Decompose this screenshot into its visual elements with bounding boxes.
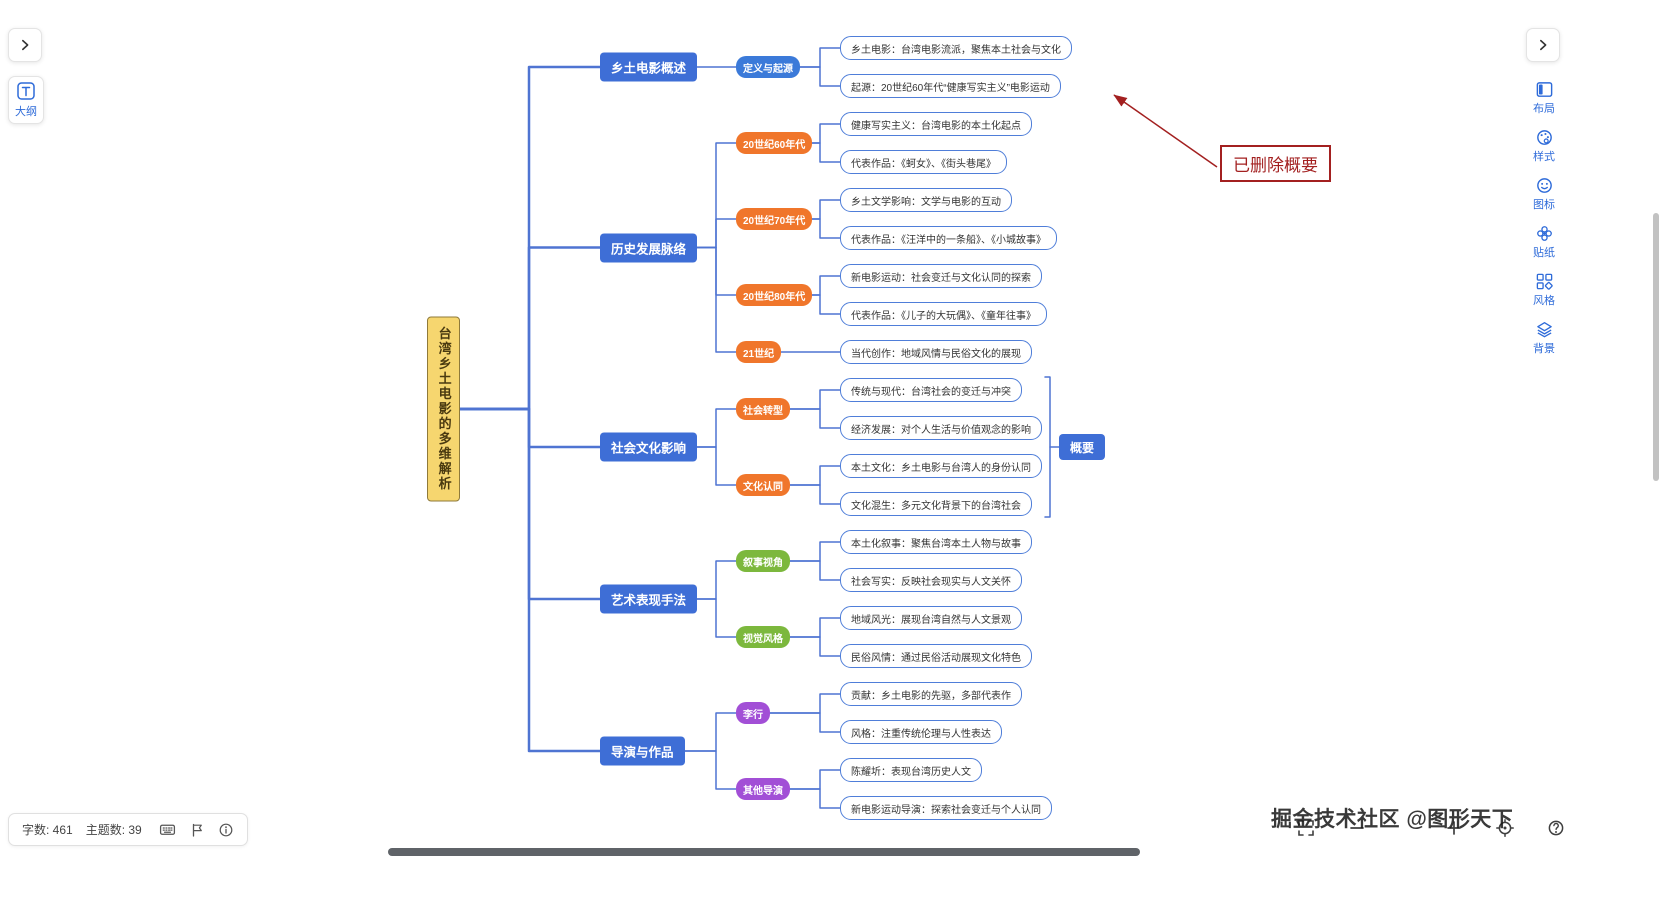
status-bar: 字数: 461 主题数: 39 [8, 813, 248, 846]
mindmap-leaf-node[interactable]: 文化混生：多元文化背景下的台湾社会 [840, 492, 1032, 516]
locate-icon [1496, 819, 1514, 837]
word-count: 字数: 461 [22, 823, 73, 837]
sidebar-item-theme[interactable]: 风格 [1525, 272, 1563, 308]
zoom-in-icon [1447, 821, 1461, 835]
mindmap-leaf-node[interactable]: 当代创作：地域风情与民俗文化的展现 [840, 340, 1032, 364]
fit-screen-icon [1298, 820, 1314, 836]
zoom-in-button[interactable] [1444, 818, 1464, 838]
mindmap-subtopic-node[interactable]: 20世纪80年代 [736, 284, 813, 306]
vertical-scrollbar[interactable] [1653, 213, 1659, 481]
background-layers-icon [1536, 321, 1552, 338]
mindmap-summary-node[interactable]: 概要 [1059, 434, 1106, 460]
mindmap-branch-node[interactable]: 艺术表现手法 [600, 584, 698, 614]
expand-right-panel-button[interactable] [1526, 28, 1560, 62]
outline-label: 大纲 [15, 106, 37, 118]
annotation-deleted-summary-label: 已删除概要 [1220, 145, 1331, 182]
mindmap-subtopic-node[interactable]: 社会转型 [736, 398, 790, 420]
info-icon[interactable] [218, 822, 234, 838]
sidebar-item-label: 布局 [1533, 103, 1555, 115]
mindmap-leaf-node[interactable]: 代表作品：《儿子的大玩偶》、《童年往事》 [840, 302, 1047, 326]
mindmap-subtopic-node[interactable]: 20世纪70年代 [736, 208, 813, 230]
sidebar-item-label: 风格 [1533, 295, 1555, 307]
sidebar-item-style[interactable]: 样式 [1525, 128, 1563, 164]
mindmap-root-node[interactable]: 台湾乡土电影的多维解析 [427, 316, 460, 502]
mindmap-branch-node[interactable]: 导演与作品 [600, 736, 685, 766]
mindmap-subtopic-node[interactable]: 李行 [736, 702, 770, 724]
emoji-icon [1536, 178, 1552, 193]
mindmap-leaf-node[interactable]: 贡献：乡土电影的先驱，多部代表作 [840, 682, 1022, 706]
canvas-toolbar [1296, 818, 1566, 838]
sidebar-item-label: 样式 [1533, 151, 1555, 163]
mindmap-subtopic-node[interactable]: 定义与起源 [736, 56, 800, 78]
zoom-out-icon [1350, 827, 1364, 829]
mindmap-branch-node[interactable]: 乡土电影概述 [600, 52, 698, 82]
mindmap-subtopic-node[interactable]: 21世纪 [736, 341, 782, 363]
mindmap-leaf-node[interactable]: 健康写实主义：台湾电影的本土化起点 [840, 112, 1032, 136]
mindmap-leaf-node[interactable]: 本土文化：乡土电影与台湾人的身份认同 [840, 454, 1042, 478]
sidebar-item-label: 图标 [1533, 199, 1555, 211]
horizontal-scrollbar[interactable] [388, 848, 1140, 856]
sidebar-item-label: 贴纸 [1533, 247, 1555, 259]
help-icon [1548, 820, 1564, 836]
expand-left-panel-button[interactable] [8, 28, 42, 62]
mindmap-subtopic-node[interactable]: 20世纪60年代 [736, 132, 813, 154]
chevron-right-icon [22, 39, 29, 51]
mindmap-leaf-node[interactable]: 代表作品：《蚵女》、《街头巷尾》 [840, 150, 1007, 174]
style-grid-icon [1536, 273, 1553, 290]
mindmap-leaf-node[interactable]: 新电影运动导演：探索社会变迁与个人认同 [840, 796, 1052, 820]
mindmap-leaf-node[interactable]: 新电影运动：社会变迁与文化认同的探索 [840, 264, 1042, 288]
flag-icon[interactable] [189, 822, 205, 838]
zoom-out-button[interactable] [1347, 818, 1367, 838]
mindmap-branch-node[interactable]: 历史发展脉络 [600, 233, 698, 262]
mindmap-branch-node[interactable]: 社会文化影响 [600, 432, 698, 462]
mindmap-leaf-node[interactable]: 乡土电影：台湾电影流派，聚焦本土社会与文化 [840, 36, 1072, 60]
mindmap-leaf-node[interactable]: 代表作品：《汪洋中的一条船》、《小城故事》 [840, 226, 1057, 250]
sidebar-item-label: 背景 [1533, 343, 1555, 355]
fit-screen-button[interactable] [1296, 818, 1316, 838]
mindmap-leaf-node[interactable]: 经济发展：对个人生活与价值观念的影响 [840, 416, 1042, 440]
chevron-right-icon [1540, 39, 1547, 51]
mindmap-leaf-node[interactable]: 起源：20世纪60年代“健康写实主义”电影运动 [840, 74, 1061, 98]
help-button[interactable] [1546, 818, 1566, 838]
mindmap-leaf-node[interactable]: 乡土文学影响：文学与电影的互动 [840, 188, 1012, 212]
mindmap-leaf-node[interactable]: 陈耀圻：表现台湾历史人文 [840, 758, 982, 782]
outline-text-icon [17, 82, 35, 100]
topic-count: 主题数: 39 [85, 823, 142, 837]
mindmap-leaf-node[interactable]: 民俗风情：通过民俗活动展现文化特色 [840, 644, 1032, 668]
mindmap-subtopic-node[interactable]: 叙事视角 [736, 550, 790, 572]
mindmap-leaf-node[interactable]: 社会写实：反映社会现实与人文关怀 [840, 568, 1022, 592]
sidebar-item-layout[interactable]: 布局 [1525, 80, 1563, 116]
mindmap-leaf-node[interactable]: 本土化叙事：聚焦台湾本土人物与故事 [840, 530, 1032, 554]
keyboard-icon[interactable] [159, 821, 176, 838]
sidebar-item-background[interactable]: 背景 [1525, 320, 1563, 356]
mindmap-subtopic-node[interactable]: 其他导演 [736, 778, 790, 800]
mindmap-subtopic-node[interactable]: 视觉风格 [736, 626, 790, 648]
layout-icon [1536, 82, 1552, 97]
outline-button[interactable]: 大纲 [8, 76, 44, 124]
mindmap-leaf-node[interactable]: 地域风光：展现台湾自然与人文景观 [840, 606, 1022, 630]
mindmap-leaf-node[interactable]: 传统与现代：台湾社会的变迁与冲突 [840, 378, 1022, 402]
locate-center-button[interactable] [1495, 818, 1515, 838]
sidebar-item-stickers[interactable]: 贴纸 [1525, 224, 1563, 260]
mindmap-subtopic-node[interactable]: 文化认同 [736, 474, 790, 496]
palette-icon [1536, 130, 1552, 145]
sticker-icon [1536, 226, 1552, 241]
mindmap-leaf-node[interactable]: 风格：注重传统伦理与人性表达 [840, 720, 1002, 744]
sidebar-item-icons[interactable]: 图标 [1525, 176, 1563, 212]
